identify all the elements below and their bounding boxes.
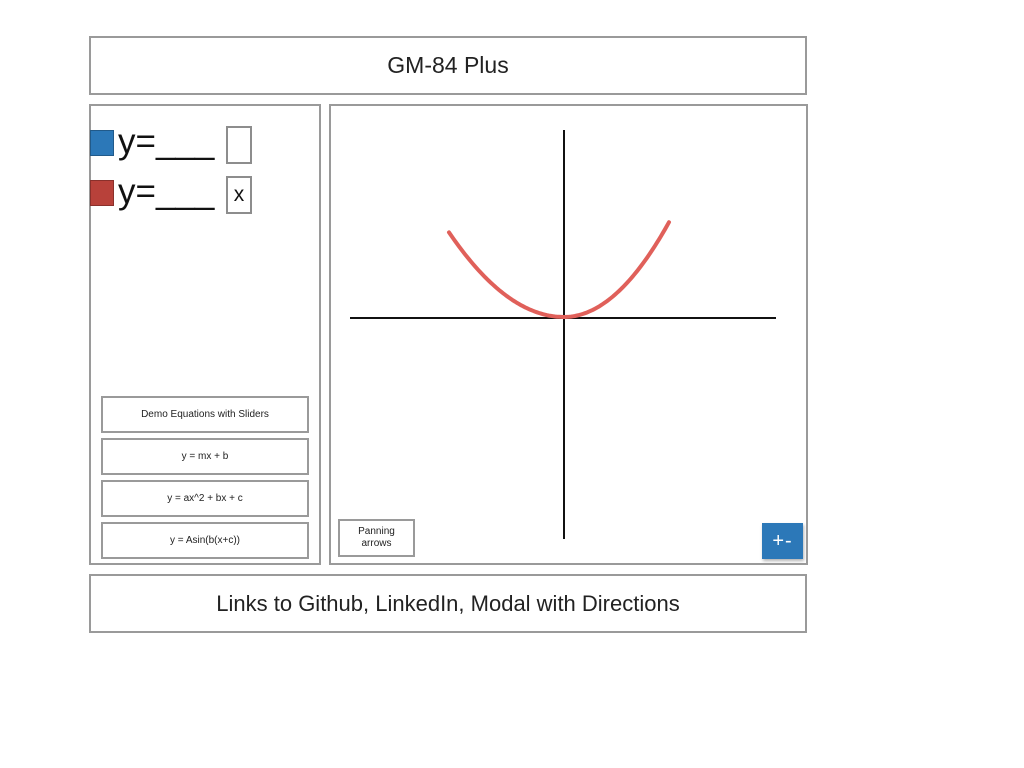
equation-input[interactable]: x — [226, 176, 252, 214]
equation-color-swatch[interactable] — [90, 130, 114, 156]
panning-arrows-label: Panning arrows — [358, 526, 395, 549]
footer-links[interactable]: Links to Github, LinkedIn, Modal with Di… — [216, 590, 680, 616]
zoom-button[interactable]: +- — [762, 523, 803, 559]
demo-sine-button[interactable]: y = Asin(b(x+c)) — [101, 522, 309, 559]
parabola-curve — [447, 220, 671, 319]
demo-equations-button[interactable]: Demo Equations with Sliders — [101, 396, 309, 433]
equation-color-swatch[interactable] — [90, 180, 114, 206]
equation-sidebar: y=___ y=___ x Demo Equations with Slider… — [89, 104, 321, 565]
equation-label: y=___ — [118, 122, 215, 161]
graph-canvas[interactable] — [331, 106, 806, 563]
app-title: GM-84 Plus — [387, 52, 509, 78]
equation-label: y=___ — [118, 172, 215, 211]
graph-panel[interactable]: Panning arrows +- — [329, 104, 808, 565]
demo-linear-button[interactable]: y = mx + b — [101, 438, 309, 475]
zoom-button-label: +- — [772, 529, 793, 552]
footer[interactable]: Links to Github, LinkedIn, Modal with Di… — [89, 574, 807, 633]
panning-arrows-control[interactable]: Panning arrows — [338, 519, 415, 557]
equation-input[interactable] — [226, 126, 252, 164]
equation-row-1[interactable]: y=___ — [90, 122, 321, 164]
app-header: GM-84 Plus — [89, 36, 807, 95]
demo-quadratic-button[interactable]: y = ax^2 + bx + c — [101, 480, 309, 517]
equation-row-2[interactable]: y=___ x — [90, 172, 321, 214]
